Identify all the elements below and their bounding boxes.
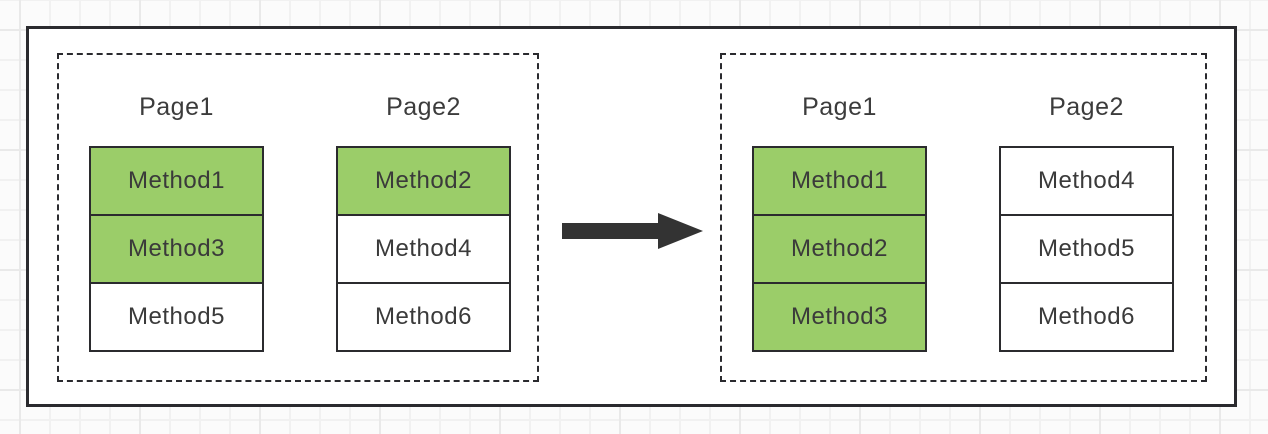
after-page2-column: Page2 Method4 Method5 Method6: [999, 55, 1174, 380]
before-page2-column: Page2 Method2 Method4 Method6: [336, 55, 511, 380]
method-cell: Method4: [999, 146, 1174, 216]
method-cell: Method5: [89, 282, 264, 352]
method-cell: Method5: [999, 214, 1174, 284]
method-cell: Method3: [89, 214, 264, 284]
page-title: Page2: [386, 93, 461, 121]
before-group: Page1 Method1 Method3 Method5 Page2 Meth…: [57, 53, 539, 382]
method-stack: Method2 Method4 Method6: [336, 146, 511, 352]
method-cell: Method6: [336, 282, 511, 352]
method-cell: Method6: [999, 282, 1174, 352]
page-title: Page1: [802, 93, 877, 121]
page-title: Page1: [139, 93, 214, 121]
page-title: Page2: [1049, 93, 1124, 121]
method-cell: Method1: [89, 146, 264, 216]
after-group: Page1 Method1 Method2 Method3 Page2 Meth…: [720, 53, 1207, 382]
method-cell: Method1: [752, 146, 927, 216]
method-cell: Method4: [336, 214, 511, 284]
method-stack: Method1 Method2 Method3: [752, 146, 927, 352]
method-cell: Method3: [752, 282, 927, 352]
arrow-right-icon: [560, 211, 705, 251]
method-cell: Method2: [336, 146, 511, 216]
after-page1-column: Page1 Method1 Method2 Method3: [752, 55, 927, 380]
method-stack: Method4 Method5 Method6: [999, 146, 1174, 352]
method-stack: Method1 Method3 Method5: [89, 146, 264, 352]
method-cell: Method2: [752, 214, 927, 284]
before-page1-column: Page1 Method1 Method3 Method5: [89, 55, 264, 380]
